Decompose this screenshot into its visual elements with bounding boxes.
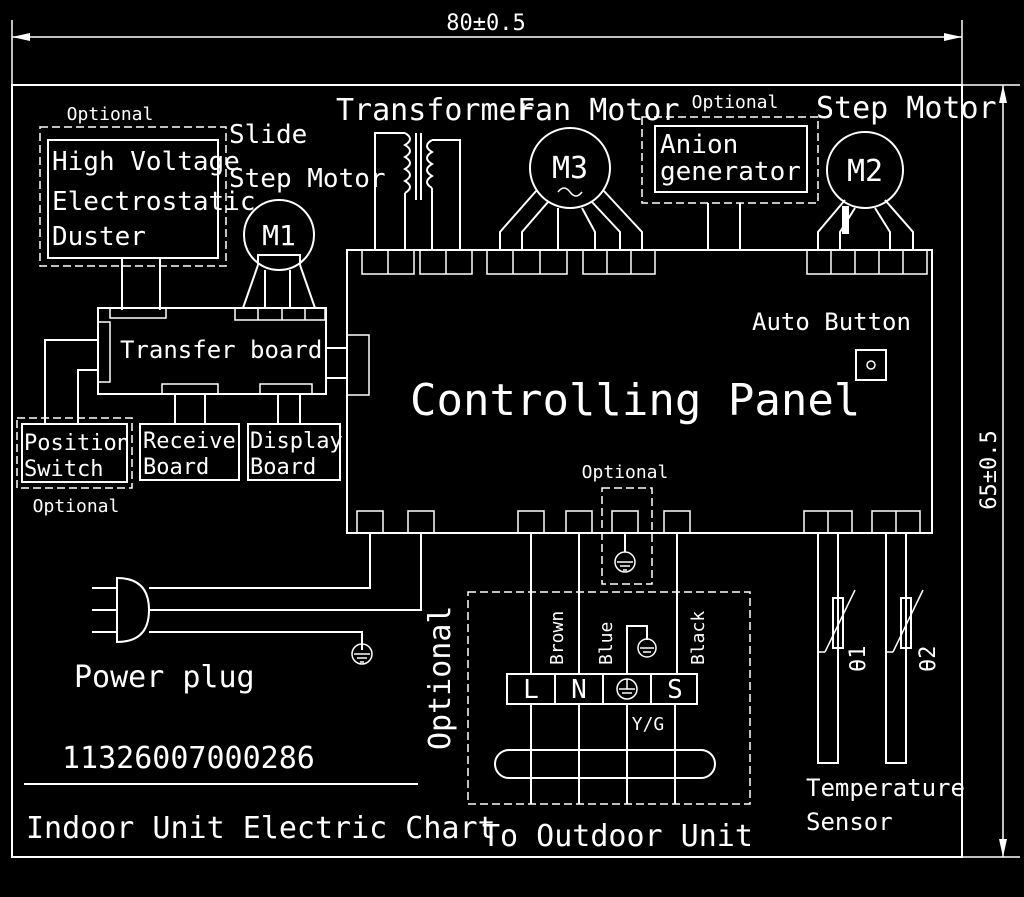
optional-ground: Optional xyxy=(582,462,669,585)
svg-text:Optional: Optional xyxy=(67,104,154,125)
svg-text:Switch: Switch xyxy=(24,457,103,482)
svg-text:Transformer: Transformer xyxy=(336,93,535,128)
auto-button xyxy=(855,349,887,381)
motor-m3-icon xyxy=(529,127,611,209)
svg-text:Controlling Panel: Controlling Panel xyxy=(410,375,860,426)
drawing-border xyxy=(11,84,963,858)
ground-icon xyxy=(351,643,373,665)
receive-board: Receive Board xyxy=(139,394,240,481)
anion-generator: Optional Anion generator xyxy=(641,92,819,250)
svg-text:Electrostatic: Electrostatic xyxy=(52,187,256,217)
hv-duster: Optional High Voltage Electrostatic Dust… xyxy=(39,104,256,310)
svg-text:Y/G: Y/G xyxy=(632,714,665,735)
height-label: 65±0.5 xyxy=(977,430,1002,509)
transfer-board: Transfer board xyxy=(97,307,327,395)
svg-text:Step Motor: Step Motor xyxy=(816,91,997,126)
svg-text:High Voltage: High Voltage xyxy=(52,147,240,177)
motor-m2-icon xyxy=(826,131,904,209)
svg-text:L: L xyxy=(523,675,539,705)
svg-text:Optional: Optional xyxy=(582,462,669,483)
svg-text:Transfer board: Transfer board xyxy=(120,336,322,364)
svg-text:Sensor: Sensor xyxy=(806,808,893,836)
svg-text:Board: Board xyxy=(250,455,316,480)
svg-text:Temperature: Temperature xyxy=(806,774,965,802)
svg-text:Black: Black xyxy=(688,611,709,665)
svg-text:Power plug: Power plug xyxy=(74,660,255,695)
cable-clamp xyxy=(494,749,716,779)
title-block: 11326007000286 Indoor Unit Electric Char… xyxy=(24,741,496,846)
svg-text:M2: M2 xyxy=(847,154,883,189)
svg-text:Optional: Optional xyxy=(692,92,779,113)
fan-motor: Fan Motor M3 xyxy=(499,93,680,250)
svg-text:N: N xyxy=(571,675,587,705)
svg-text:S: S xyxy=(667,675,683,705)
power-plug: Power plug xyxy=(74,533,422,695)
width-dimension: 80±0.5 xyxy=(11,11,963,85)
outdoor-wiring: Optional Brown Blue Black L N S Y/G To O… xyxy=(423,533,753,854)
svg-text:Blue: Blue xyxy=(596,622,617,665)
svg-text:θ1: θ1 xyxy=(846,646,871,673)
part-number: 11326007000286 xyxy=(62,741,315,776)
svg-text:generator: generator xyxy=(660,157,801,187)
svg-text:Display: Display xyxy=(250,429,343,454)
svg-text:Board: Board xyxy=(143,455,209,480)
motor-m1-icon xyxy=(243,199,315,271)
temperature-sensors: θ1 θ2 Temperature Sensor xyxy=(806,532,965,836)
svg-text:M1: M1 xyxy=(262,219,296,252)
transformer: Transformer xyxy=(336,93,535,250)
width-label: 80±0.5 xyxy=(446,11,525,36)
step-motor-2: Step Motor M2 xyxy=(816,91,997,250)
svg-text:θ2: θ2 xyxy=(916,646,941,673)
display-board: Display Board xyxy=(247,394,343,481)
svg-text:Duster: Duster xyxy=(52,222,146,252)
slide-step-motor: Slide Step Motor M1 xyxy=(229,120,386,309)
svg-text:Receive: Receive xyxy=(143,429,236,454)
position-switch: Position Switch Optional xyxy=(16,339,133,517)
controlling-panel: Controlling Panel Auto Button xyxy=(326,249,933,534)
height-dimension: 65±0.5 xyxy=(962,84,1020,858)
svg-text:Brown: Brown xyxy=(547,611,568,665)
svg-text:Optional: Optional xyxy=(33,496,120,517)
svg-text:Optional: Optional xyxy=(423,606,458,751)
svg-text:Position: Position xyxy=(24,431,130,456)
chart-title: Indoor Unit Electric Chart xyxy=(26,811,496,846)
svg-text:M3: M3 xyxy=(552,151,588,186)
svg-text:Anion: Anion xyxy=(660,130,738,160)
svg-text:Auto Button: Auto Button xyxy=(752,308,911,336)
svg-text:Fan Motor: Fan Motor xyxy=(517,93,680,128)
svg-text:Slide: Slide xyxy=(229,120,307,150)
svg-text:Step Motor: Step Motor xyxy=(229,164,386,194)
svg-text:To Outdoor Unit: To Outdoor Unit xyxy=(482,819,753,854)
